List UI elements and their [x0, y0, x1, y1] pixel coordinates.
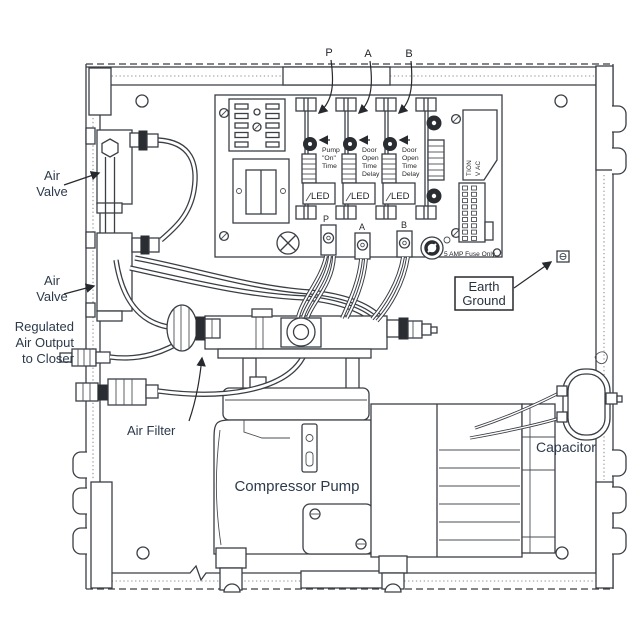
air-valve-top-label: Air — [44, 168, 61, 183]
port-label-b: B — [405, 48, 412, 60]
svg-text:Time: Time — [402, 163, 417, 170]
timer1-label: Pump — [322, 147, 340, 154]
motor-end-cap — [521, 403, 556, 554]
port-label-a: A — [364, 48, 372, 60]
manifold — [166, 304, 438, 359]
led-box — [342, 182, 376, 205]
hatch-top-right — [595, 65, 614, 171]
panel-screw-hole — [554, 94, 568, 108]
clip-left-3 — [72, 527, 87, 555]
svg-text:"On": "On" — [322, 155, 336, 162]
clip-left-2 — [72, 487, 87, 515]
bottom-panel-line — [100, 564, 301, 582]
led-label: LED — [311, 191, 330, 202]
clip-left-1 — [72, 451, 87, 479]
clip-right-2 — [612, 147, 627, 175]
callouts: P A B Air Valve Air Valve Regulated Air … — [15, 47, 597, 455]
control-board: Pump "On" Time LED Door Open Time Delay … — [214, 94, 503, 260]
led-box — [382, 182, 416, 205]
hatch-top-left — [88, 67, 112, 116]
plate-screw — [355, 538, 367, 550]
svg-text:Delay: Delay — [402, 171, 420, 178]
compressor-pump-assembly: Compressor Pump — [213, 357, 556, 593]
svg-text:Air Output: Air Output — [15, 335, 74, 350]
connector-text-line1: TION — [466, 160, 473, 176]
clip-right-5 — [612, 527, 627, 555]
led-label: LED — [391, 191, 410, 202]
svg-text:Time: Time — [362, 163, 377, 170]
motor — [370, 403, 556, 558]
lower-regulator — [75, 378, 159, 406]
board-port-a: A — [354, 222, 371, 260]
ac-connector: TION V AC — [462, 109, 498, 181]
svg-text:Delay: Delay — [362, 171, 380, 178]
plate-screw — [309, 508, 321, 520]
earth-ground-terminal — [556, 250, 570, 263]
board-port-p: P — [320, 214, 337, 256]
hatch-bottom-left — [90, 481, 113, 589]
air-filter-label: Air Filter — [127, 423, 176, 438]
fitting-nut-dark — [138, 130, 148, 151]
panel-screw-hole — [135, 94, 149, 108]
svg-text:B: B — [401, 220, 407, 230]
capacitor-body — [562, 368, 611, 441]
hatch-bottom-pad — [300, 570, 388, 589]
air-valve-bottom-label: Air — [44, 273, 61, 288]
fitting-nut-dark — [398, 317, 409, 340]
led-label: LED — [351, 191, 370, 202]
terminal-strip — [458, 182, 494, 243]
timer-module-door-delay-1: Door Open Time Delay LED — [335, 97, 380, 220]
clip-right-1 — [612, 105, 627, 133]
board-screw-hole — [492, 248, 502, 257]
timer-module-pump-on-time: Pump "On" Time LED — [295, 97, 340, 220]
compressor-pump-label: Compressor Pump — [234, 478, 359, 495]
hatch-top-band — [282, 66, 391, 86]
relay-socket — [228, 98, 286, 152]
hatch-bottom-right — [595, 481, 614, 589]
clip-right-4 — [612, 486, 627, 514]
regulated-output-port — [59, 348, 111, 367]
pump-foot-left — [215, 547, 247, 593]
timer-module-door-delay-2: Door Open Time Delay LED — [375, 97, 420, 220]
enclosure-frame — [72, 63, 627, 590]
earth-ground-label: Earth Ground — [454, 261, 553, 311]
svg-text:Open: Open — [402, 155, 419, 162]
manifold-boss — [286, 317, 316, 347]
svg-text:Time: Time — [322, 163, 337, 170]
crossed-screw — [276, 231, 300, 255]
rocker-switch[interactable] — [232, 158, 290, 224]
panel-screw-hole — [136, 546, 150, 560]
fuse-holder[interactable] — [420, 236, 451, 260]
adjustment-rail — [415, 97, 445, 220]
svg-text:Ground: Ground — [462, 293, 505, 308]
air-filter-fitting — [166, 304, 221, 352]
capacitor-label: Capacitor — [536, 439, 596, 455]
fuse-note: 5 AMP Fuse Only — [444, 251, 496, 258]
svg-text:to Closer: to Closer — [22, 351, 75, 366]
panel-screw-hole — [555, 546, 569, 560]
connector-text-line2: V AC — [475, 160, 482, 176]
svg-text:Earth: Earth — [468, 279, 499, 294]
svg-text:Valve: Valve — [36, 184, 68, 199]
valve-hex-bolt — [101, 138, 119, 158]
capacitor-assembly — [469, 351, 623, 441]
svg-text:A: A — [359, 222, 365, 232]
svg-text:Open: Open — [362, 155, 379, 162]
timer2-label: Door — [362, 147, 377, 154]
board-port-b: B — [396, 220, 413, 258]
access-plate — [302, 503, 374, 555]
port-label-p: P — [325, 47, 332, 59]
port-tubing — [296, 255, 410, 323]
clip-right-3 — [612, 449, 627, 477]
led-box — [302, 182, 336, 205]
regulated-output-label: Regulated — [15, 319, 74, 334]
svg-text:P: P — [323, 214, 329, 224]
pump-foot-center — [378, 555, 408, 593]
timer3-label: Door — [402, 147, 417, 154]
svg-text:Valve: Valve — [36, 289, 68, 304]
fitting-nut-dark — [140, 235, 150, 255]
bracket-strap — [301, 423, 318, 473]
